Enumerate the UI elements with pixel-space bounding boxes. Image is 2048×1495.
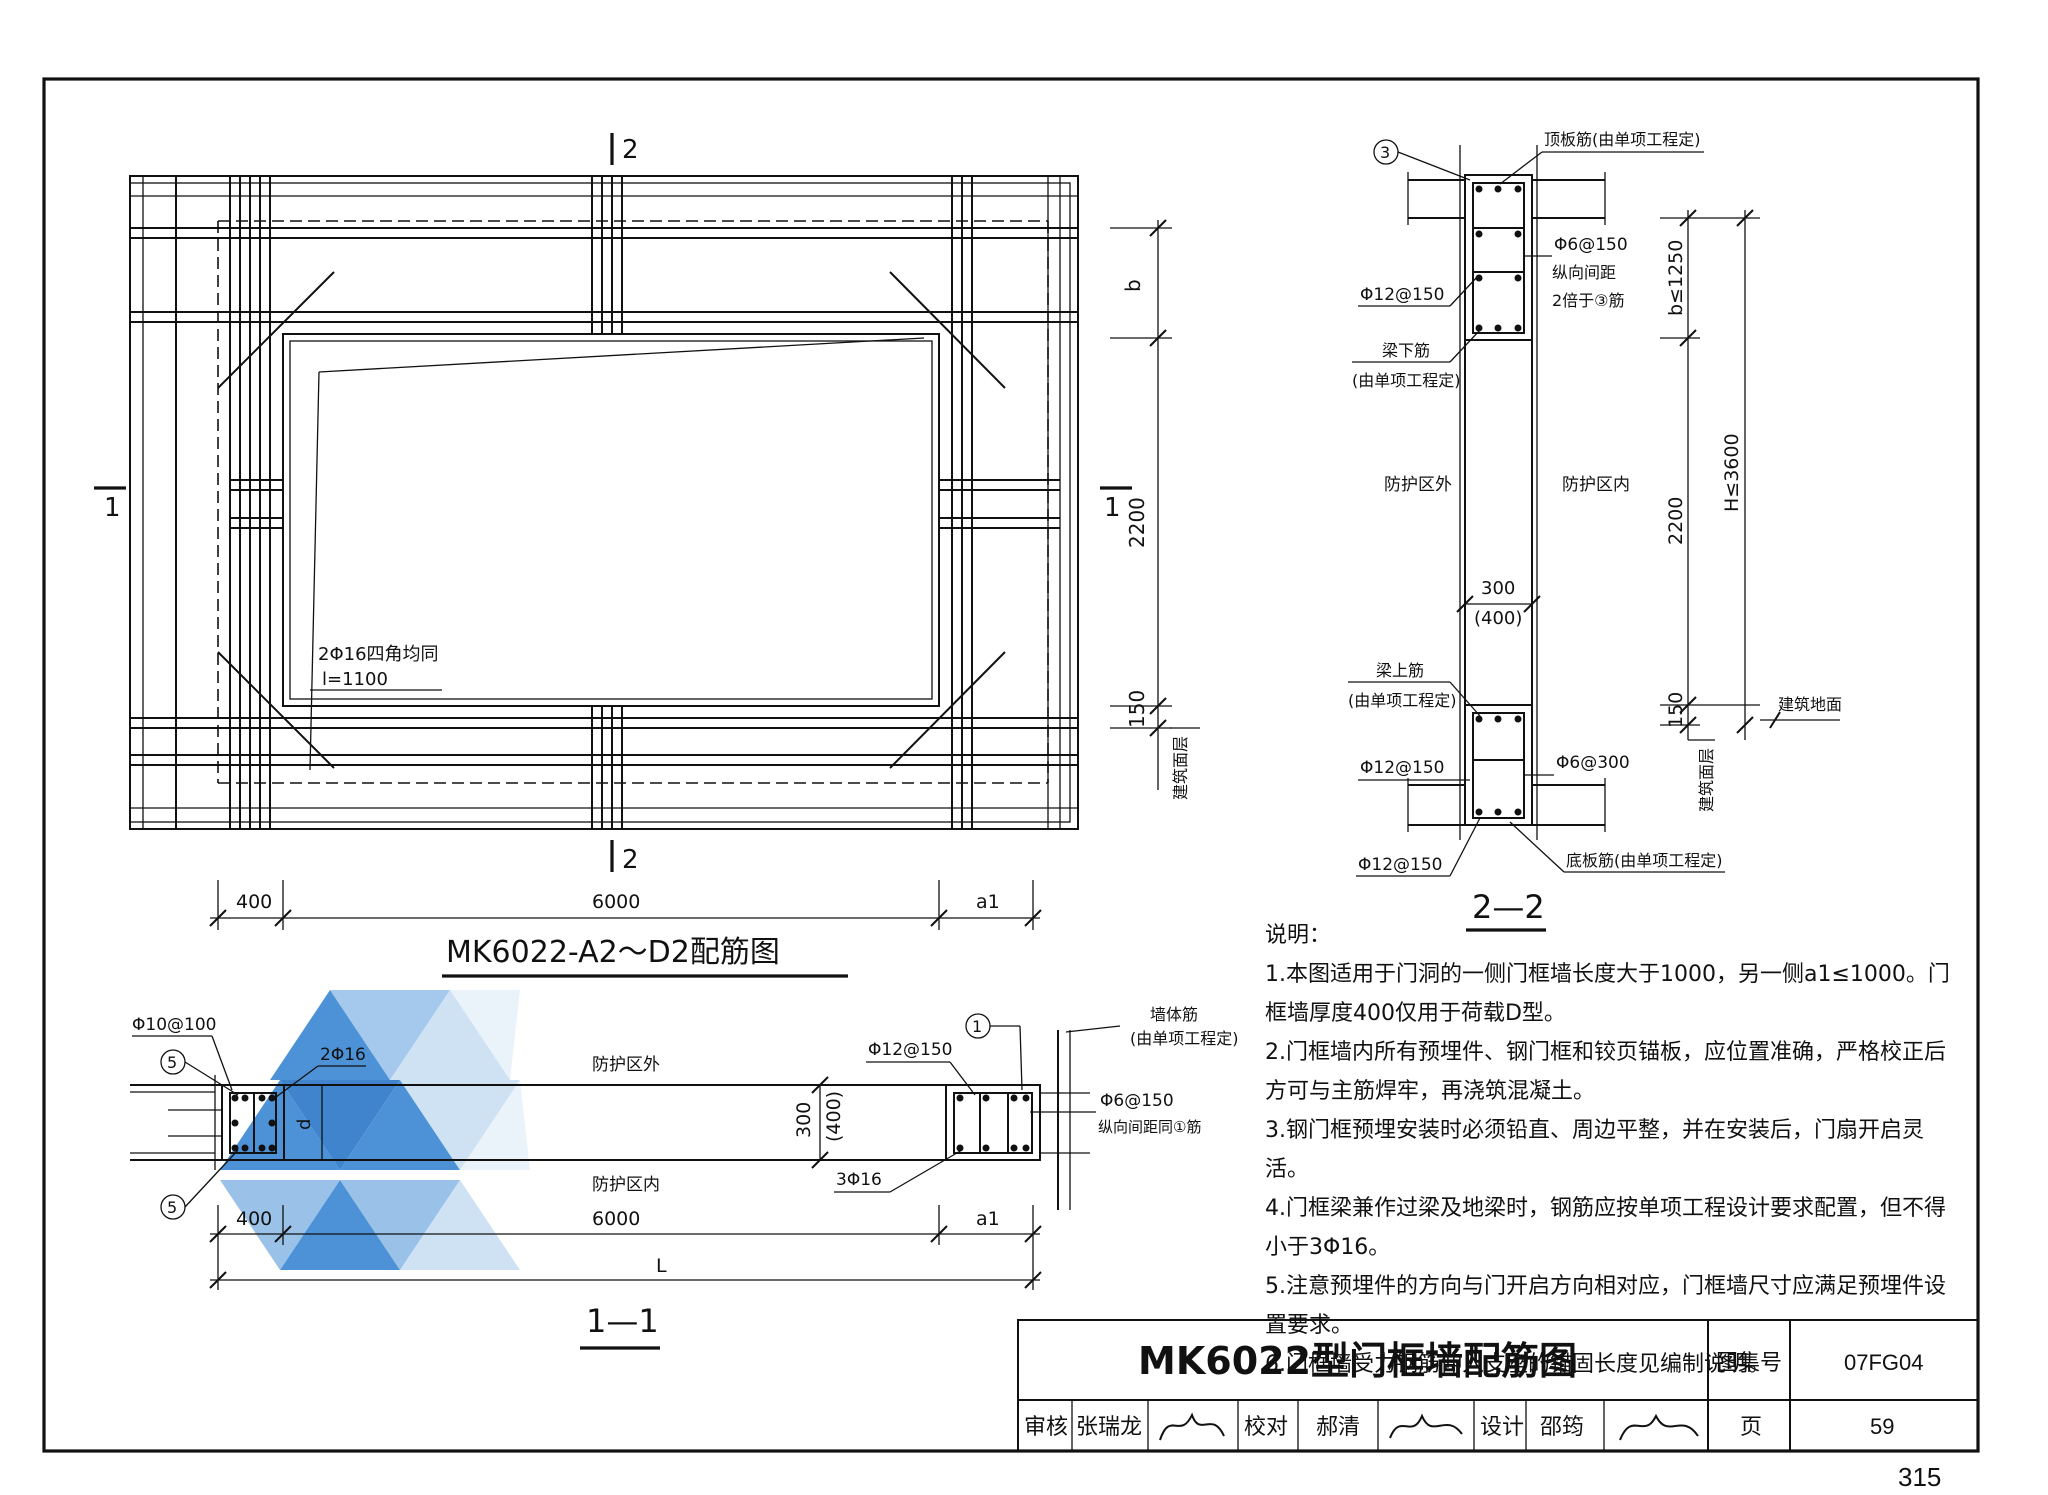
title-block: MK6022型门框墙配筋图 图集号 07FG04 页 59 审核 张瑞龙 校对 …: [1017, 1319, 1979, 1452]
dim-6000: 6000: [592, 891, 640, 913]
note-item-5: 5.注意预埋件的方向与门开启方向相对应，门框墙尺寸应满足预埋件设置要求。: [1265, 1274, 1946, 1338]
section-1-1: Φ10@100 5 5 2Φ16 d 防护区外 防护区内 300 (400) Φ…: [130, 1005, 1239, 1350]
s2-w300: 300: [1481, 578, 1515, 599]
sheet-frame: [42, 77, 1980, 1453]
section-mark-right: 1: [1104, 493, 1121, 523]
elevation-drawing: 2 2 1 1 2Φ16四角均同 l=1100 b 2200 150 建筑面层: [94, 133, 1200, 978]
section-2-title: 2—2: [1472, 888, 1545, 926]
s2-beam-bottom-note: (由单项工程定): [1352, 371, 1461, 390]
s1-wall-rebar: 墙体筋: [1150, 1005, 1198, 1024]
check-label: 校对: [1244, 1415, 1288, 1440]
design-label: 设计: [1480, 1415, 1524, 1440]
s2-b1250: b≤1250: [1665, 240, 1687, 316]
elevation-note-line2: l=1100: [322, 669, 388, 690]
s2-mark-3: 3: [1380, 143, 1390, 162]
notes-heading: 说明：: [1265, 923, 1332, 948]
s1-dim-6000: 6000: [592, 1208, 640, 1230]
section-1-title: 1—1: [586, 1302, 659, 1340]
s1-dim-a1: a1: [976, 1208, 1000, 1230]
s2-beam-bottom: 梁下筋: [1382, 341, 1430, 360]
s1-dim-d: d: [294, 1119, 315, 1130]
s2-rebar-12-150-b: Φ12@150: [1360, 758, 1444, 778]
design-name: 邵筠: [1540, 1415, 1584, 1440]
atlas-number: 07FG04: [1844, 1350, 1924, 1375]
section-2-2: 3 顶板筋(由单项工程定) Φ6@150 纵向间距 2倍于③筋 Φ12@150 …: [1348, 130, 1842, 932]
s1-dim-L: L: [656, 1255, 667, 1277]
s1-mark-5a: 5: [167, 1053, 177, 1072]
s1-mark-1: 1: [972, 1017, 982, 1036]
s2-top-slab: 顶板筋(由单项工程定): [1544, 130, 1701, 149]
section-mark-left: 1: [104, 493, 121, 523]
s1-inside: 防护区内: [592, 1175, 660, 1195]
s2-rebar-6-300: Φ6@300: [1556, 753, 1630, 773]
s2-h150: 150: [1665, 692, 1687, 728]
section-mark-bottom: 2: [622, 845, 639, 875]
note-item-1: 1.本图适用于门洞的一侧门框墙长度大于1000，另一侧a1≤1000。门框墙厚度…: [1265, 962, 1950, 1026]
elevation-note-line1: 2Φ16四角均同: [318, 644, 439, 665]
check-signature: [1389, 1413, 1463, 1439]
s2-bottom-slab: 底板筋(由单项工程定): [1566, 851, 1723, 870]
s2-rebar-12-150-a: Φ12@150: [1360, 285, 1444, 305]
page-label: 页: [1740, 1415, 1762, 1440]
dim-150: 150: [1125, 690, 1149, 728]
dim-b: b: [1121, 279, 1145, 292]
s2-spacing-2: 2倍于③筋: [1552, 291, 1625, 310]
note-item-2: 2.门框墙内所有预埋件、钢门框和铰页锚板，应位置准确，严格校正后方可与主筋焊牢，…: [1265, 1040, 1946, 1104]
dim-2200: 2200: [1125, 497, 1149, 548]
s2-beam-top-note: (由单项工程定): [1348, 691, 1457, 710]
s1-spacing-note: 纵向间距同①筋: [1098, 1118, 1201, 1136]
s2-w400: (400): [1474, 608, 1522, 629]
check-name: 郝清: [1316, 1415, 1360, 1440]
s2-outside: 防护区外: [1384, 475, 1452, 495]
s2-h3600: H≤3600: [1721, 433, 1743, 512]
review-signature: [1159, 1412, 1225, 1441]
s1-rebar-10-100: Φ10@100: [132, 1015, 216, 1035]
floor-label: 建筑面层: [1171, 736, 1190, 800]
drawing-title: MK6022型门框墙配筋图: [1138, 1339, 1577, 1383]
notes-block: 说明： 1.本图适用于门洞的一侧门框墙长度大于1000，另一侧a1≤1000。门…: [1265, 916, 1965, 1384]
note-item-6: 6.门框墙受力钢筋伸入支座的锚固长度见编制说明。: [1265, 1352, 1770, 1377]
section-mark-top: 2: [622, 135, 639, 165]
dim-400: 400: [236, 891, 272, 913]
s1-rebar-12-150: Φ12@150: [868, 1040, 952, 1060]
atlas-label: 图集号: [1716, 1351, 1782, 1376]
s2-floor: 建筑面层: [1697, 748, 1716, 812]
design-signature: [1619, 1413, 1699, 1441]
dim-a1: a1: [976, 891, 1000, 913]
book-page-number: 315: [1898, 1462, 1941, 1492]
sheet-page-number: 59: [1870, 1414, 1894, 1439]
s2-spacing-1: 纵向间距: [1552, 263, 1616, 282]
s2-ground: 建筑地面: [1778, 695, 1842, 714]
s2-h2200: 2200: [1665, 497, 1687, 545]
s1-wall-rebar-note: (由单项工程定): [1130, 1029, 1239, 1048]
s2-rebar-12-150-c: Φ12@150: [1358, 855, 1442, 875]
elevation-title: MK6022-A2～D2配筋图: [446, 935, 780, 970]
s1-mark-5b: 5: [167, 1198, 177, 1217]
s1-rebar-2phi16: 2Φ16: [320, 1045, 366, 1065]
s2-rebar-6-150: Φ6@150: [1554, 235, 1628, 255]
s2-inside: 防护区内: [1562, 475, 1630, 495]
watermark-logo: [220, 990, 530, 1270]
s2-beam-top: 梁上筋: [1376, 661, 1424, 680]
review-name: 张瑞龙: [1076, 1415, 1142, 1440]
s1-dim-400: 400: [236, 1208, 272, 1230]
note-item-3: 3.钢门框预埋安装时必须铅直、周边平整，并在安装后，门扇开启灵活。: [1265, 1118, 1924, 1182]
review-label: 审核: [1024, 1415, 1068, 1440]
s1-outside: 防护区外: [592, 1055, 660, 1075]
s1-dim-400p: (400): [823, 1091, 845, 1142]
note-item-4: 4.门框梁兼作过梁及地梁时，钢筋应按单项工程设计要求配置，但不得小于3Φ16。: [1265, 1196, 1946, 1260]
s1-dim-300: 300: [793, 1102, 815, 1138]
s1-rebar-6-150: Φ6@150: [1100, 1091, 1174, 1111]
s1-rebar-3phi16: 3Φ16: [836, 1170, 882, 1190]
